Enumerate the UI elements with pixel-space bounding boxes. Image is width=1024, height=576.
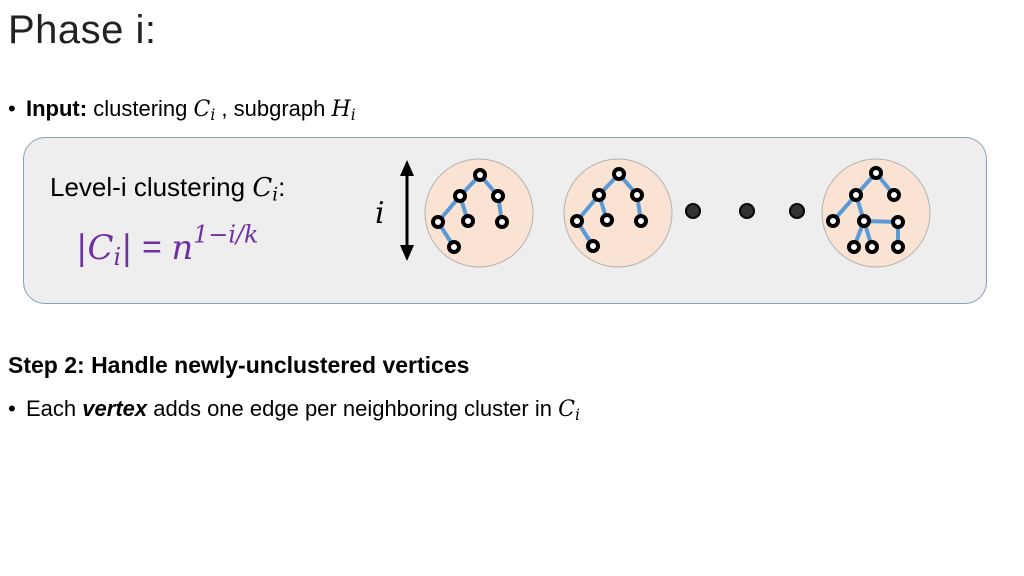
bullet-emphasis: vertex [82,396,148,421]
input-label: Input: [26,96,88,121]
level-clustering-label: Level-i clustering Ci: [50,172,286,206]
bullet-text-after: adds one edge per neighboring cluster in [153,396,552,421]
graph-symbol: Hi [331,97,356,124]
step-2-heading: Step 2: Handle newly-unclustered vertice… [8,352,470,378]
bullet-marker: • [8,96,16,121]
input-text: clustering [93,96,188,121]
cluster-count-formula: |Ci| = n1−i/k [76,220,259,271]
cluster-2-vertices [570,167,648,253]
radius-arrow-label: i [375,196,385,231]
cluster-3-vertices [826,166,905,254]
vertex-edge-bullet: • Each vertex adds one edge per neighbor… [8,396,580,424]
bullet-marker: • [8,396,16,421]
cluster-3 [821,158,931,268]
cluster-1-vertices [431,168,509,254]
ellipsis-vertices [685,203,805,219]
bullet-text-before: Each [26,396,77,421]
input-bullet: • Input: clustering Ci , subgraph Hi [8,96,356,124]
cluster-2 [563,158,673,268]
bullet-cluster-symbol: Ci [558,397,580,424]
cluster-symbol: Ci [193,97,216,124]
input-separator: , subgraph [221,96,326,121]
radius-double-arrow [400,160,414,261]
page-title: Phase i: [8,8,157,52]
cluster-1 [424,158,534,268]
